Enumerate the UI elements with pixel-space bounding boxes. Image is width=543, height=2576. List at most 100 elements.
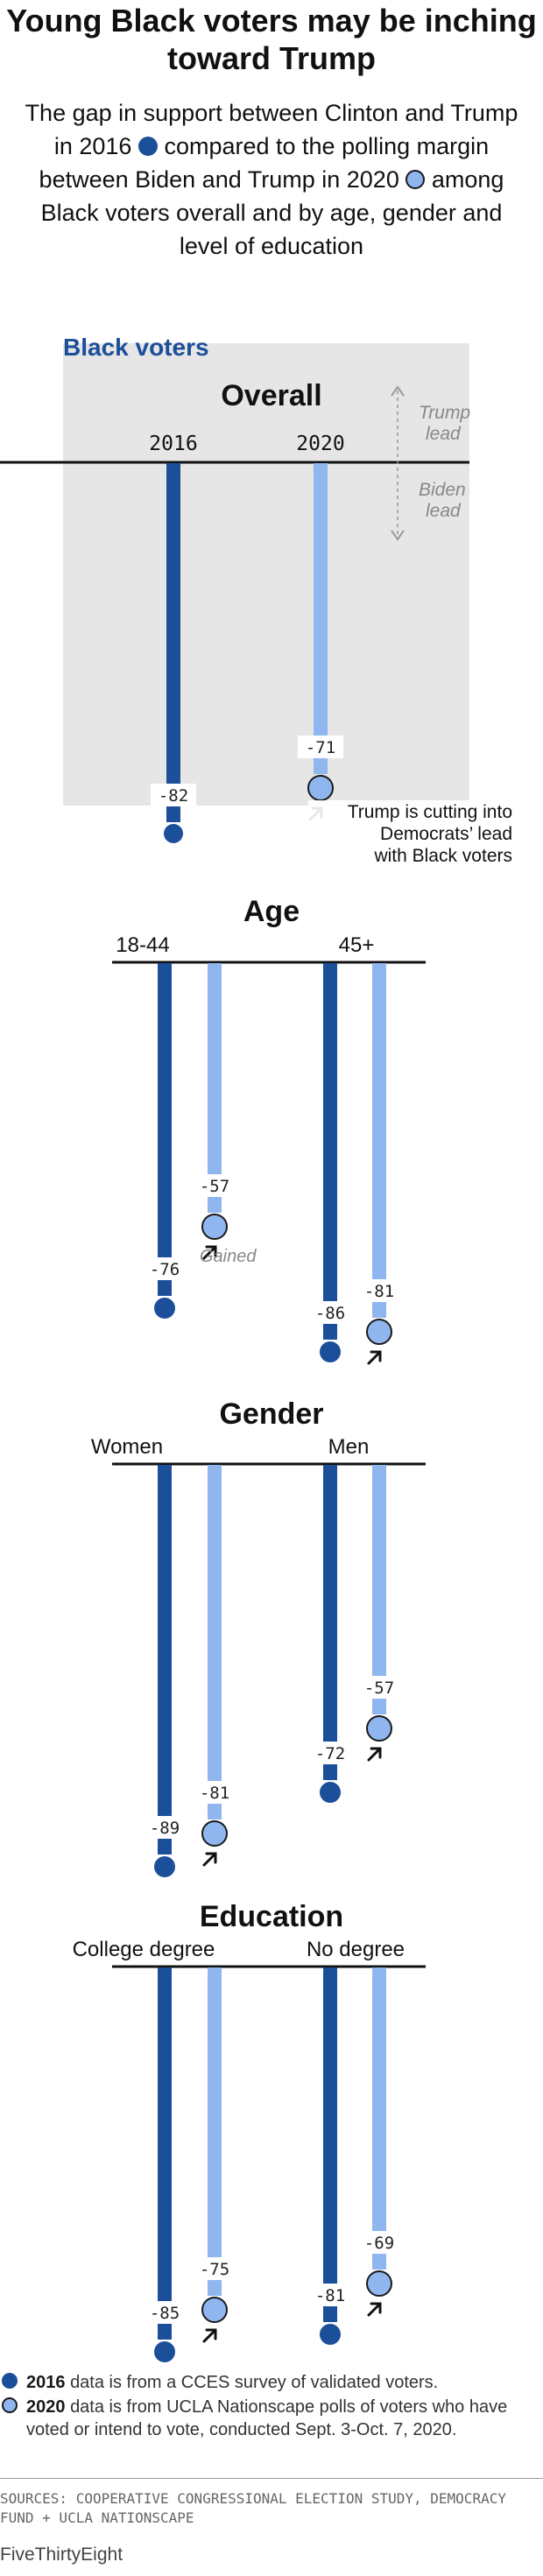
age-1-2016-label: -76 <box>150 1260 180 1279</box>
note-2020-dot-icon <box>2 2397 18 2413</box>
education-2-2020-bar <box>372 1967 386 2270</box>
gender-2-2020-bar <box>372 1465 386 1714</box>
age-annotation: Gained <box>200 1247 257 1266</box>
education-2-2016-label: -81 <box>315 2286 345 2305</box>
age-2-2020-label: -81 <box>364 1282 394 1301</box>
education-2-2020-label-bg <box>356 2231 402 2254</box>
subhead-part-3: among Black voters overall and by age, g… <box>40 166 504 259</box>
gender-2-2016-label: -72 <box>315 1744 345 1763</box>
education-category-1: College degree <box>73 1938 215 1961</box>
education-1-2016-bar <box>158 1967 172 2340</box>
age-1-2016-bar <box>158 963 172 1296</box>
gender-1-2016-label-bg <box>142 1816 187 1839</box>
gender-2-2016-dot <box>320 1782 341 1803</box>
education-2-2020-label: -69 <box>364 2234 394 2253</box>
group-label: Black voters <box>63 334 209 361</box>
overall-title: Overall <box>221 379 321 412</box>
education-1-2020-bar <box>208 1967 222 2296</box>
education-2-2020-dot <box>366 2270 392 2297</box>
education-1-2016-label-bg <box>142 2301 187 2324</box>
annotation-bg-3 <box>308 844 515 867</box>
gender-1-2020-bar <box>208 1465 222 1819</box>
gender-1-arrow-icon <box>202 1852 217 1867</box>
biden-lead-label-1: Biden <box>419 480 466 500</box>
education-2-2016-bar <box>323 1967 337 2322</box>
gender-1-2020-label: -81 <box>200 1784 229 1803</box>
legend-2020-dot-icon <box>405 170 426 189</box>
trump-lead-label-2: lead <box>426 424 462 444</box>
subhead-part-1: The gap in support between Clinton and T… <box>25 100 518 159</box>
overall-category-2020: 2020 <box>296 433 344 455</box>
age-1-arrow-icon <box>202 1245 217 1260</box>
trump-lead-label-1: Trump <box>419 403 470 423</box>
up-arrow-icon <box>391 385 405 397</box>
age-2-2016-label-bg <box>307 1301 353 1324</box>
gender-1-2016-bar <box>158 1465 172 1855</box>
biden-lead-label-2: lead <box>426 501 462 521</box>
gender-2-arrow-icon <box>367 1747 382 1762</box>
note-2016-text: data is from a CCES survey of validated … <box>70 2373 439 2392</box>
education-2-arrow-icon <box>367 2302 382 2317</box>
overall-2020-dot <box>307 775 334 801</box>
age-1-2020-label: -57 <box>200 1177 229 1196</box>
education-1-arrow-icon <box>202 2328 217 2343</box>
overall-annotation-line-3: with Black voters <box>373 846 512 866</box>
age-2-2020-bar <box>372 963 386 1318</box>
annotation-bg-1 <box>308 800 515 823</box>
headline: Young Black voters may be inching toward… <box>6 3 537 76</box>
education-category-2: No degree <box>307 1938 405 1961</box>
note-2016-dot-icon <box>2 2373 18 2389</box>
education-1-2016-label: -85 <box>150 2304 180 2323</box>
age-2-2020-dot <box>366 1319 392 1345</box>
gender-2-2020-label: -57 <box>364 1679 394 1698</box>
age-1-2016-dot <box>154 1298 175 1319</box>
age-1-2020-label-bg <box>192 1174 237 1197</box>
gender-2-2016-label-bg <box>307 1742 353 1764</box>
education-1-2020-dot <box>201 2297 228 2323</box>
overall-2016-label: -82 <box>159 786 188 806</box>
overall-category-2016: 2016 <box>149 433 197 455</box>
footer-rule <box>0 2478 543 2479</box>
note-2016-year: 2016 <box>26 2373 66 2392</box>
overall-2016-label-bg <box>151 784 196 806</box>
gender-1-2016-dot <box>154 1856 175 1877</box>
gender-2-2016-bar <box>323 1465 337 1780</box>
overall-2016-dot <box>164 824 183 843</box>
sources: Sources: Cooperative Congressional Elect… <box>0 2490 506 2526</box>
overall-annotation-line-1: Trump is cutting into <box>348 802 512 822</box>
age-2-2016-dot <box>320 1341 341 1362</box>
overall-panel-bg <box>63 343 469 806</box>
annotation-bg-2 <box>308 822 515 845</box>
down-arrow-icon <box>391 530 405 541</box>
gender-2-2020-dot <box>366 1715 392 1742</box>
note-2020-year: 2020 <box>26 2397 66 2417</box>
note-2020: 2020 data is from UCLA Nationscape polls… <box>0 2396 534 2441</box>
overall-2016-bar <box>166 463 180 822</box>
note-2020-text: data is from UCLA Nationscape polls of v… <box>26 2397 508 2439</box>
subhead-part-2: compared to the polling margin between B… <box>39 133 490 193</box>
age-category-2: 45+ <box>339 933 375 957</box>
notes: 2016 data is from a CCES survey of valid… <box>0 2371 534 2443</box>
overall-2020-label-bg <box>298 735 343 758</box>
education-2-2016-dot <box>320 2324 341 2345</box>
age-2-arrow-icon <box>367 1350 382 1365</box>
note-2016: 2016 data is from a CCES survey of valid… <box>0 2371 534 2394</box>
age-title: Age <box>243 895 300 928</box>
age-1-2016-label-bg <box>142 1257 187 1280</box>
age-2-2016-label: -86 <box>315 1304 345 1323</box>
gender-2-2020-label-bg <box>356 1676 402 1699</box>
legend-2016-dot-icon <box>138 137 158 156</box>
age-2-2016-bar <box>323 963 337 1340</box>
overall-2020-label: -71 <box>306 738 335 757</box>
overall-2020-bar <box>314 463 328 774</box>
gender-category-2: Men <box>328 1435 370 1459</box>
education-1-2016-dot <box>154 2341 175 2362</box>
gender-title: Gender <box>219 1397 323 1431</box>
age-category-1: 18-44 <box>116 933 169 957</box>
brand-logo: FiveThirtyEight <box>0 2544 123 2565</box>
subhead: The gap in support between Clinton and T… <box>18 96 525 263</box>
education-title: Education <box>200 1900 343 1933</box>
overall-annotation-line-2: Democrats’ lead <box>380 824 512 844</box>
